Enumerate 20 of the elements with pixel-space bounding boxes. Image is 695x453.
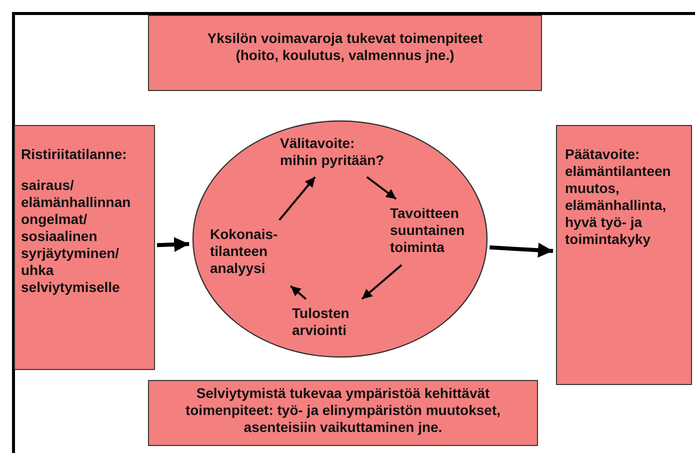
arrow: [361, 264, 402, 300]
step-label: Tulosten arviointi: [292, 305, 376, 341]
box-text: Selviytymistä tukevaa ympäristöä kehittävät toimenpiteet: työ- ja elinympäristön muutokset, asenteisiin vaikuttaminen jne.: [184, 385, 502, 436]
process-box: [14, 125, 155, 370]
box-text: Päätavoite: elämäntilanteen muutos, elämänhallinta, hyvä työ- ja toimintakyky: [565, 146, 672, 248]
arrow: [290, 285, 307, 300]
arrow: [366, 176, 397, 200]
cycle-ellipse: [192, 120, 488, 358]
step-label: Kokonais- tilanteen analyysi: [210, 226, 294, 280]
arrow: [490, 242, 554, 258]
process-box: [148, 15, 542, 91]
step-label: Tavoitteen suuntainen toiminta: [390, 205, 490, 259]
process-box: [556, 125, 692, 385]
arrow: [278, 176, 316, 221]
box-text: sairaus/ elämänhallinnan ongelmat/ sosiaalinen syrjäytyminen/ uhka selviytymiselle: [21, 177, 132, 296]
process-box: [148, 380, 538, 446]
step-label: Välitavoite: mihin pyritään?: [280, 135, 390, 171]
arrow: [156, 237, 190, 252]
box-heading: Ristiriitatilanne:: [21, 146, 128, 163]
box-text: Yksilön voimavaroja tukevat toimenpiteet (hoito, koulutus, valmennus jne.): [206, 30, 484, 64]
